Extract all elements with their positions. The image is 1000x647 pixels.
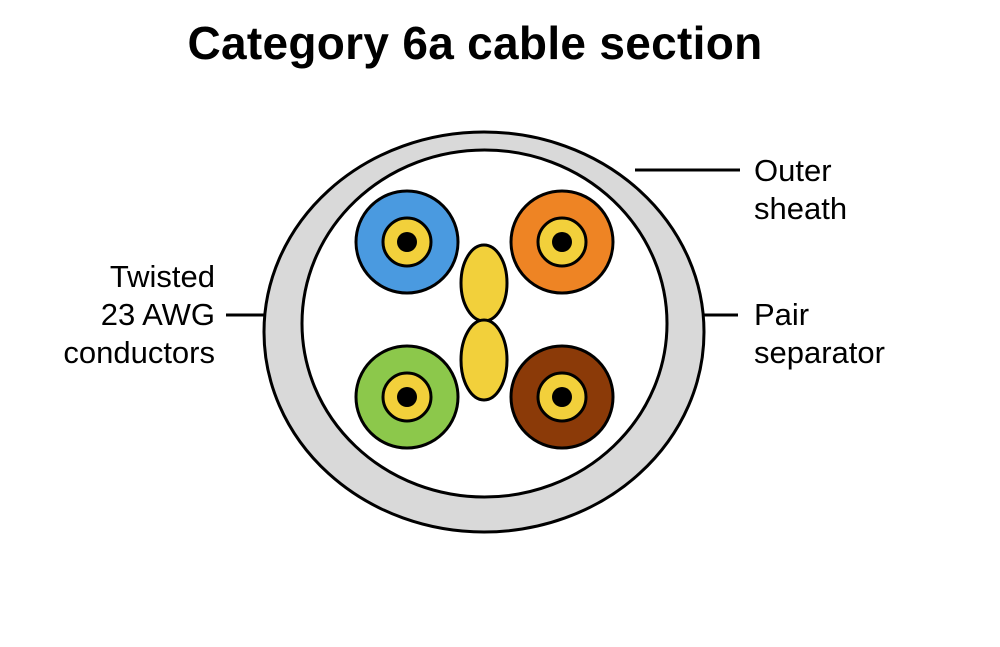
label-line: Twisted [109, 259, 215, 294]
label-pair-separator: Pair separator [754, 296, 885, 372]
conductor-core [552, 387, 572, 407]
conductor-brown [509, 344, 615, 450]
conductor-blue [354, 189, 460, 295]
conductor-core [397, 232, 417, 252]
conductor-green [354, 344, 460, 450]
diagram-title: Category 6a cable section [187, 17, 763, 69]
label-line: Pair [754, 297, 810, 332]
label-line: sheath [754, 191, 848, 226]
conductor-orange [509, 189, 615, 295]
label-line: Outer [754, 153, 832, 188]
pair-separator-lower [459, 318, 509, 402]
conductor-core [552, 232, 572, 252]
label-line: 23 AWG [100, 297, 215, 332]
pair-separator-upper [459, 243, 509, 323]
label-line: conductors [63, 335, 215, 370]
label-outer-sheath: Outer sheath [754, 152, 847, 228]
label-line: separator [754, 335, 885, 370]
label-twisted-conductors: Twisted 23 AWG conductors [63, 258, 215, 372]
conductor-core [397, 387, 417, 407]
